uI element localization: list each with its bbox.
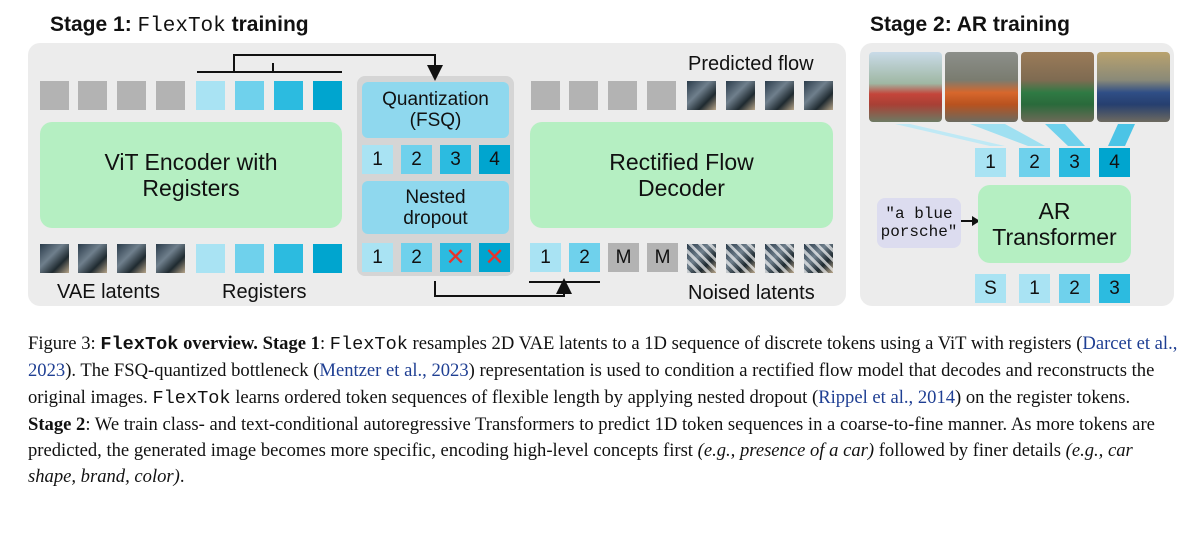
caption-stage2-label: Stage 2 [28,413,86,435]
text-prompt: "a blue porsche" [880,205,958,241]
vae-latent-image [78,244,107,273]
vae-latents-label: VAE latents [57,281,161,303]
caption-text-7: ) on the register tokens. [955,386,1131,408]
dropout-to-decoder-arrow [434,278,600,297]
stage1-title-suffix: training [231,13,309,36]
car-image [1097,52,1170,122]
figure-caption: Figure 3: FlexTok overview. Stage 1: Fle… [28,333,1178,488]
noised-latents-label: Noised latents [688,282,815,304]
caption-citation-rippel[interactable]: Rippel et al., 2014 [818,386,956,408]
ar-output-token-2: 2 [1019,148,1050,177]
noised-latent-image [804,244,833,273]
predicted-flow-image [687,81,716,110]
stage1-title: Stage 1: FlexTok training [50,13,309,38]
caption-italic-2: (e.g., car shape, brand, color) [28,440,1133,488]
quant-token-4: 4 [479,145,510,174]
vae-latent-image [40,244,69,273]
predicted-flow-image [726,81,755,110]
noised-latent-image [687,244,716,273]
noised-latent-image [726,244,755,273]
car-image [945,52,1018,122]
text-prompt-box: "a blue porsche" [877,198,961,248]
flow-placeholder [608,81,637,110]
quant-token-2: 2 [401,145,432,174]
caption-title-code: FlexTok [100,334,179,355]
quant-token-3: 3 [440,145,471,174]
rectified-flow-decoder-box: Rectified Flow Decoder [530,122,833,228]
register-token [313,244,342,273]
stage1-title-prefix: Stage 1: [50,13,132,36]
caption-title-rest: overview. [183,333,258,354]
caption-italic-1: (e.g., presence of a car) [697,440,875,462]
predicted-flow-label: Predicted flow [688,53,814,75]
dropout-token-1: 1 [362,243,393,272]
stage1-title-code: FlexTok [137,15,226,38]
dropout-token-2: 2 [401,243,432,272]
ar-input-start-token: S [975,274,1006,303]
ar-transformer-box: AR Transformer [978,185,1131,263]
caption-code-1: FlexTok [329,334,408,355]
flow-placeholder [531,81,560,110]
caption-text-10: . [179,466,185,488]
latent-placeholder [156,81,185,110]
register-token [274,81,303,110]
nested-dropout-label: Nested dropout [403,186,468,229]
ar-output-token-3: 3 [1059,148,1090,177]
token-to-image-beams [895,124,1135,146]
predicted-flow-image [804,81,833,110]
caption-text-9: followed by finer details [878,440,1061,462]
ar-input-token-1: 1 [1019,274,1050,303]
latent-placeholder [117,81,146,110]
decoder-label: Rectified Flow Decoder [609,149,754,201]
caption-fig-label: Figure 3: [28,333,96,354]
caption-text-2: resamples 2D VAE latents to a 1D sequenc… [412,333,1083,354]
vae-latent-image [117,244,146,273]
caption-stage1-label: Stage 1 [262,333,320,354]
caption-text-4: ) representation is used to condition a … [28,360,1155,408]
caption-citation-mentzer[interactable]: Mentzer et al., 2023 [319,360,469,382]
register-token [196,244,225,273]
register-token [313,81,342,110]
decoder-token-2: 2 [569,243,600,272]
caption-text-8: : We train class- and text-conditional a… [28,413,1155,462]
register-token [235,81,264,110]
car-image [869,52,942,122]
register-token [235,244,264,273]
quantization-box: Quantization (FSQ) [362,82,509,138]
ar-output-token-1: 1 [975,148,1006,177]
mask-token: M [608,243,639,272]
mask-token: M [647,243,678,272]
stage1-connectors [197,54,600,297]
predicted-flow-image [765,81,794,110]
latent-placeholder [78,81,107,110]
quantization-label: Quantization (FSQ) [382,89,489,131]
ar-transformer-label: AR Transformer [992,198,1117,250]
caption-text-6: learns ordered token sequences of flexib… [235,386,819,408]
ar-input-token-3: 3 [1099,274,1130,303]
prompt-arrow-icon [961,216,980,226]
register-to-quantization-arrow [197,54,443,81]
register-token [274,244,303,273]
vit-encoder-label: ViT Encoder with Registers [104,149,278,201]
flow-placeholder [647,81,676,110]
noised-latent-image [765,244,794,273]
stage2-title: Stage 2: AR training [870,13,1070,36]
ar-output-token-4: 4 [1099,148,1130,177]
nested-dropout-box: Nested dropout [362,181,509,234]
register-token [196,81,225,110]
latent-placeholder [40,81,69,110]
caption-citation-darcet[interactable]: Darcet et al., 2023 [28,333,1178,382]
quant-token-1: 1 [362,145,393,174]
caption-text-3: ). The FSQ-quantized bottleneck ( [65,360,320,382]
vit-encoder-box: ViT Encoder with Registers [40,122,342,228]
vae-latent-image [156,244,185,273]
registers-label: Registers [222,281,307,303]
caption-code-2: FlexTok [152,387,231,409]
ar-input-token-2: 2 [1059,274,1090,303]
dropped-token-x-icon: ✕ [440,243,471,272]
decoder-token-1: 1 [530,243,561,272]
car-image [1021,52,1094,122]
flow-placeholder [569,81,598,110]
dropped-token-x-icon: ✕ [479,243,510,272]
